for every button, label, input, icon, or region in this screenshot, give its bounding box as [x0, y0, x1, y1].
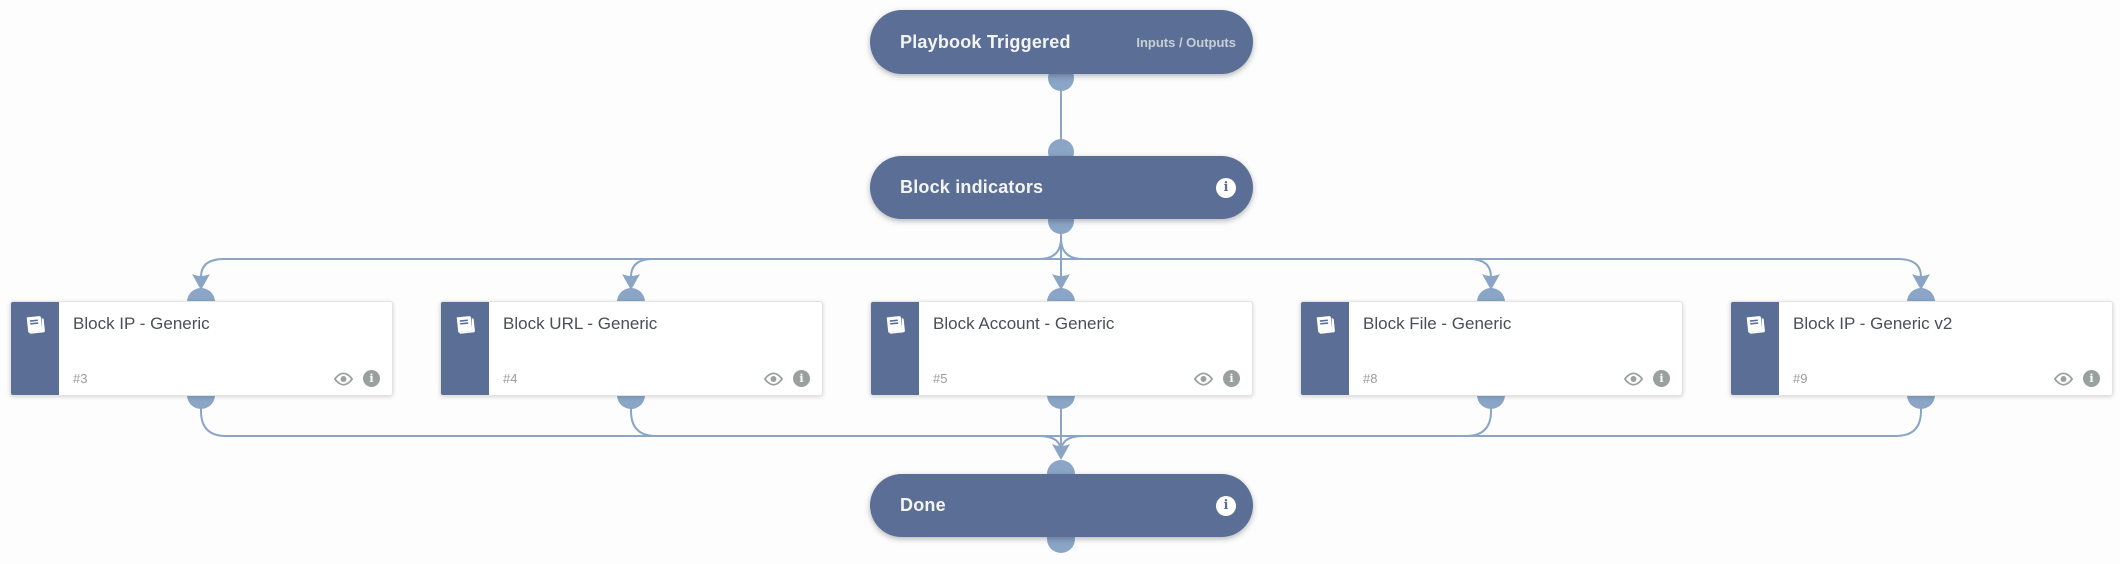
node-block-indicators[interactable]: Block indicators i [870, 156, 1253, 219]
preview-eye-icon[interactable] [2053, 371, 2074, 386]
node-title: Done [900, 495, 946, 515]
inputs-outputs-link[interactable]: Inputs / Outputs [1136, 34, 1236, 50]
task-title: Block IP - Generic v2 [1793, 314, 1953, 333]
card-footer: #4 i [503, 370, 810, 387]
info-icon[interactable]: i [793, 370, 810, 387]
card-body: Block URL - Generic #4 i [489, 302, 822, 395]
task-title: Block URL - Generic [503, 314, 658, 333]
info-icon[interactable]: i [363, 370, 380, 387]
task-id: #9 [1793, 371, 1808, 386]
card-type-strip [1301, 302, 1349, 395]
playbook-book-icon [456, 316, 475, 334]
task-title: Block Account - Generic [933, 314, 1115, 333]
card-body: Block Account - Generic #5 i [919, 302, 1252, 395]
card-footer: #8 i [1363, 370, 1670, 387]
task-id: #8 [1363, 371, 1378, 386]
preview-eye-icon[interactable] [763, 371, 784, 386]
playbook-book-icon [1316, 316, 1335, 334]
preview-eye-icon[interactable] [1623, 371, 1644, 386]
task-id: #4 [503, 371, 518, 386]
preview-eye-icon[interactable] [1193, 371, 1214, 386]
card-body: Block IP - Generic v2 #9 i [1779, 302, 2112, 395]
info-icon[interactable]: i [1653, 370, 1670, 387]
task-id: #3 [73, 371, 88, 386]
card-type-strip [871, 302, 919, 395]
info-icon[interactable]: i [1216, 495, 1236, 516]
task-id: #5 [933, 371, 948, 386]
task-title: Block IP - Generic [73, 314, 210, 333]
card-body: Block File - Generic #8 i [1349, 302, 1682, 395]
node-title: Playbook Triggered [900, 31, 1071, 52]
task-card-block-account-generic[interactable]: Block Account - Generic #5 i [870, 301, 1253, 396]
playbook-book-icon [26, 316, 45, 334]
task-card-block-ip-generic[interactable]: Block IP - Generic #3 i [10, 301, 393, 396]
node-playbook-triggered[interactable]: Playbook Triggered Inputs / Outputs [870, 10, 1253, 74]
info-icon[interactable]: i [1216, 177, 1236, 198]
card-body: Block IP - Generic #3 i [59, 302, 392, 395]
playbook-book-icon [886, 316, 905, 334]
arrowheads [192, 274, 1930, 460]
node-done[interactable]: Done i [870, 474, 1253, 537]
task-title: Block File - Generic [1363, 314, 1512, 333]
card-footer: #5 i [933, 370, 1240, 387]
task-card-block-url-generic[interactable]: Block URL - Generic #4 i [440, 301, 823, 396]
card-footer: #9 i [1793, 370, 2100, 387]
card-type-strip [1731, 302, 1779, 395]
task-card-block-file-generic[interactable]: Block File - Generic #8 i [1300, 301, 1683, 396]
info-icon[interactable]: i [2083, 370, 2100, 387]
preview-eye-icon[interactable] [333, 371, 354, 386]
card-footer: #3 i [73, 370, 380, 387]
task-card-block-ip-generic-v2[interactable]: Block IP - Generic v2 #9 i [1730, 301, 2113, 396]
card-type-strip [11, 302, 59, 395]
card-type-strip [441, 302, 489, 395]
info-icon[interactable]: i [1223, 370, 1240, 387]
playbook-book-icon [1746, 316, 1765, 334]
node-title: Block indicators [900, 177, 1044, 197]
